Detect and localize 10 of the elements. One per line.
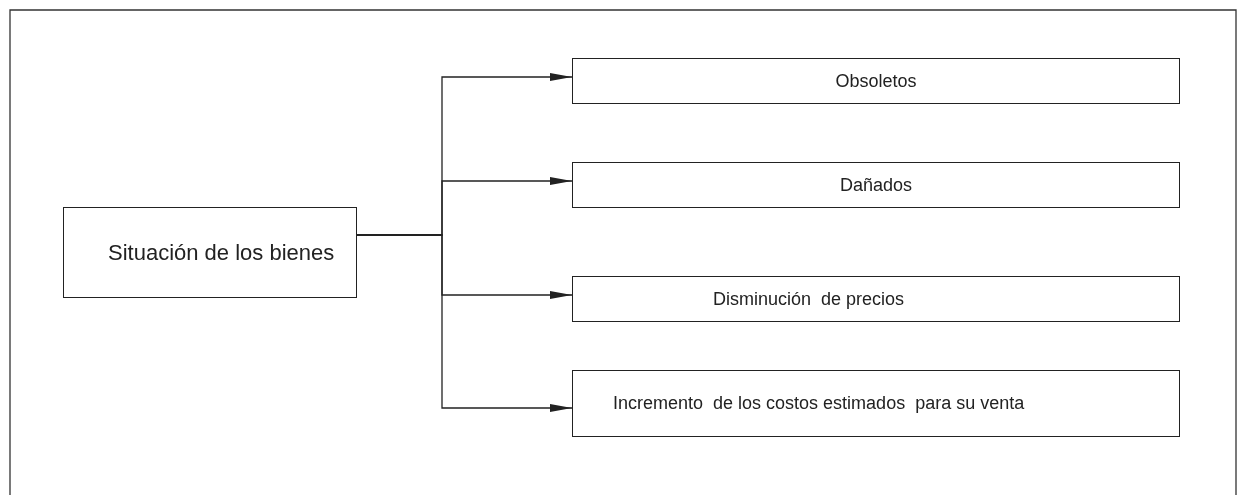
node-label: Incremento de los costos estimados para su venta — [613, 393, 1025, 414]
category-box — [572, 58, 1180, 104]
category-box — [572, 162, 1180, 208]
node-label: Obsoletos — [835, 70, 917, 92]
node-label: Dañados — [839, 174, 913, 196]
node-label: Situación de los bienes — [108, 238, 335, 267]
source-box — [63, 207, 357, 298]
category-box — [572, 370, 1180, 437]
category-box — [572, 276, 1180, 322]
node-label: Disminución de precios — [713, 288, 905, 310]
